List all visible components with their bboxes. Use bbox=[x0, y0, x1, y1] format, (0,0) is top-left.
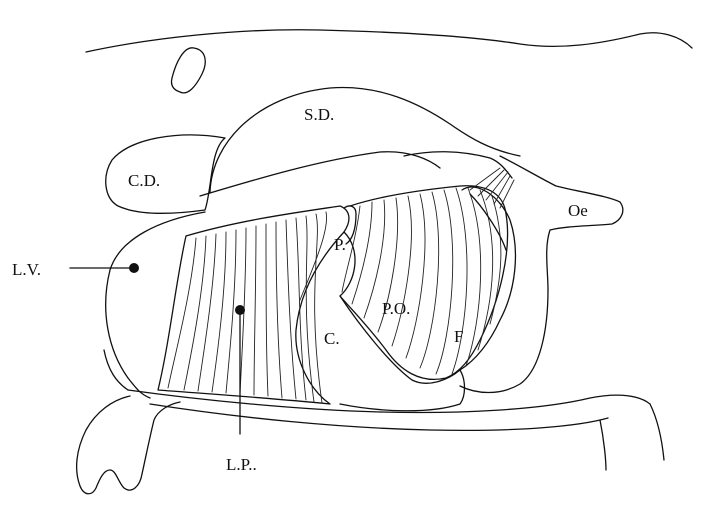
label-lv: L.V. bbox=[12, 260, 41, 279]
lp-pointer-dot bbox=[235, 305, 245, 315]
oesophagus-outline bbox=[500, 156, 623, 290]
small-loop-outline bbox=[171, 48, 205, 93]
oesophagus-upper-edge bbox=[404, 152, 512, 178]
label-p: P. bbox=[334, 235, 346, 254]
label-oe: Oe bbox=[568, 201, 588, 220]
c-region-outline bbox=[340, 232, 465, 411]
label-cd: C.D. bbox=[128, 171, 160, 190]
lower-left-appendage bbox=[77, 396, 180, 494]
label-f: F bbox=[454, 327, 463, 346]
label-po: P.O. bbox=[382, 299, 410, 318]
sd-inner-lip bbox=[200, 152, 440, 196]
right-edge-line bbox=[650, 404, 664, 460]
label-sd: S.D. bbox=[304, 105, 334, 124]
label-lp: L.P.. bbox=[226, 455, 257, 474]
dorsal-body-outline bbox=[86, 30, 692, 52]
lp-striations bbox=[168, 212, 327, 403]
cd-lobe-outline bbox=[106, 135, 225, 213]
sd-lobe-outline bbox=[210, 87, 520, 192]
label-c: C. bbox=[324, 329, 340, 348]
lv-region-outline bbox=[106, 212, 205, 398]
lv-pointer-dot bbox=[129, 263, 139, 273]
body-lower-outline-2 bbox=[150, 404, 608, 430]
bottom-right-fragment bbox=[600, 420, 606, 470]
